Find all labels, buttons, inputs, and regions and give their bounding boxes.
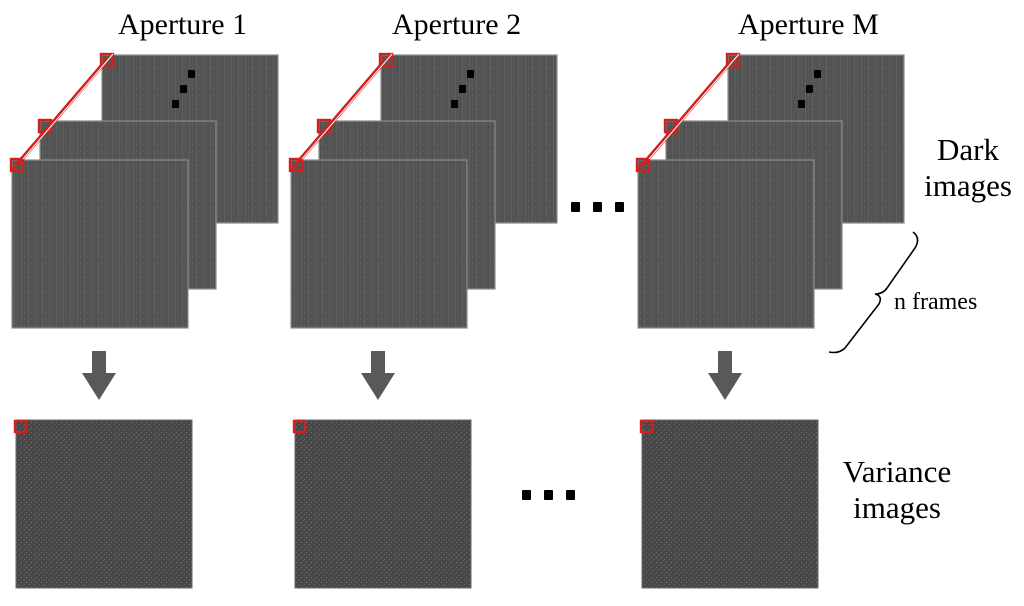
pixel-marker-2-3 <box>288 157 304 173</box>
aperture-2-title: Aperture 2 <box>392 8 522 41</box>
pixel-tube-axis-1 <box>16 59 108 166</box>
variance-pixel-marker-2 <box>292 419 307 434</box>
variance-images-line2: images <box>853 490 941 525</box>
stack-dot-2-3 <box>451 100 458 108</box>
variance-pixel-marker-3 <box>639 419 654 434</box>
dark-images-label: Dark images <box>912 132 1024 204</box>
pixel-tube-glint-3 <box>648 53 740 160</box>
variance-images-label: Variance images <box>830 454 964 526</box>
stack-dot-1-2 <box>180 85 187 93</box>
down-arrow-1 <box>82 351 116 400</box>
pixel-marker-1-1 <box>99 52 115 68</box>
dark-frame-3-3 <box>637 159 815 329</box>
ellipsis-dot-bottom-3 <box>566 490 575 500</box>
ellipsis-dot-top-1 <box>571 202 580 212</box>
stack-dot-3-2 <box>806 85 813 93</box>
stack-dot-2-1 <box>467 70 474 78</box>
pixel-marker-2-1 <box>378 52 394 68</box>
ellipsis-dot-bottom-1 <box>522 490 531 500</box>
pixel-marker-3-1 <box>725 52 741 68</box>
pixel-tube-glint-2 <box>301 53 393 160</box>
aperture-1-title: Aperture 1 <box>118 8 248 41</box>
pixel-marker-3-3 <box>635 157 651 173</box>
dark-frame-1-3 <box>11 159 189 329</box>
down-arrow-3 <box>708 351 742 400</box>
ellipsis-dot-bottom-2 <box>544 490 553 500</box>
n-frames-label: n frames <box>894 289 978 315</box>
variance-image-2 <box>294 419 472 589</box>
ellipsis-dot-top-3 <box>615 202 624 212</box>
down-arrow-2 <box>361 351 395 400</box>
pixel-tube-glint-1 <box>22 53 114 160</box>
stack-dot-1-1 <box>188 70 195 78</box>
dark-images-line1: Dark <box>937 132 999 167</box>
pixel-tube-axis-2 <box>295 59 387 166</box>
variance-images-line1: Variance <box>842 454 952 489</box>
pixel-tube-axis-3 <box>642 59 734 166</box>
dark-frame-2-3 <box>290 159 468 329</box>
aperture-m-title: Aperture M <box>738 8 879 41</box>
pixel-marker-1-3 <box>9 157 25 173</box>
dark-images-line2: images <box>924 168 1012 203</box>
stack-dot-3-1 <box>814 70 821 78</box>
variance-image-1 <box>15 419 193 589</box>
variance-pixel-marker-1 <box>13 419 28 434</box>
n-frames-brace <box>828 231 919 354</box>
variance-image-3 <box>641 419 819 589</box>
stack-dot-2-2 <box>459 85 466 93</box>
stack-dot-3-3 <box>798 100 805 108</box>
ellipsis-dot-top-2 <box>593 202 602 212</box>
stack-dot-1-3 <box>172 100 179 108</box>
